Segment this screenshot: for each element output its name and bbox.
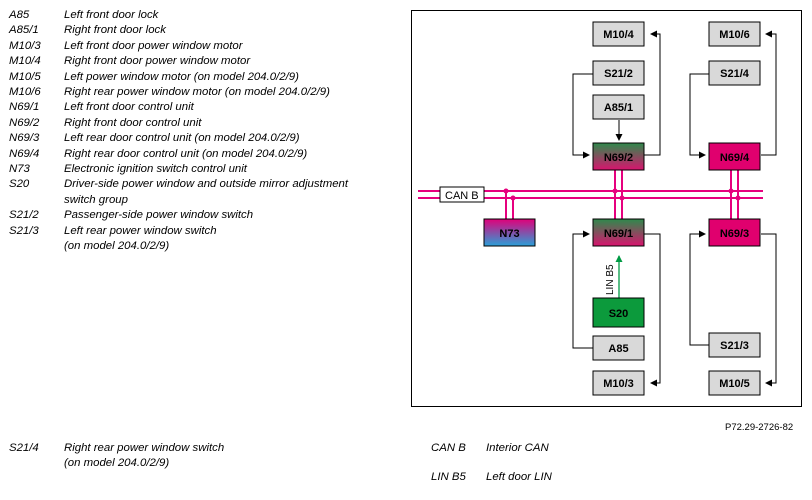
legend-description: Right front door control unit [64, 116, 202, 129]
legend-row: S21/2 Passenger-side power window switch [9, 208, 409, 223]
legend-description: Right rear power window motor (on model … [64, 86, 330, 99]
label-n69-4: N69/4 [720, 152, 750, 164]
control-units: N69/2 N69/4 N73 N69/1 N69/3 S20 [483, 142, 761, 328]
legend-row: S20 Driver-side power window and outside … [9, 177, 409, 208]
legend-description: Left door LIN [486, 471, 552, 484]
label-n69-2: N69/2 [604, 152, 633, 164]
legend-description: Left front door control unit [64, 101, 194, 114]
box-s21-4: S21/4 [708, 60, 761, 86]
legend-code: A85/1 [9, 24, 39, 37]
box-m10-3: M10/3 [592, 370, 645, 396]
label-s21-4: S21/4 [720, 68, 750, 80]
box-n69-3: N69/3 [708, 218, 761, 247]
legend-row: A85 Left front door lock [9, 8, 409, 23]
can-b-label: CAN B [445, 190, 479, 202]
legend-row: N69/4 Right rear door control unit (on mo… [9, 147, 409, 162]
legend-code: A85 [9, 9, 30, 21]
label-n69-1: N69/1 [604, 228, 633, 240]
box-s21-2: S21/2 [592, 60, 645, 86]
label-m10-5: M10/5 [719, 378, 750, 390]
legend-code: N69/4 [9, 147, 40, 160]
legend-row: M10/5 Left power window motor (on model 2… [9, 70, 409, 85]
label-s20: S20 [609, 308, 629, 320]
legend-row: LIN B5 Left door LIN [431, 470, 731, 485]
lin-b5-line: LIN B5 [605, 255, 623, 298]
legend-code: M10/5 [9, 70, 41, 83]
legend-code: M10/3 [9, 39, 41, 52]
legend-description: Driver-side power window and outside mir… [64, 178, 349, 206]
legend-code: N73 [9, 163, 30, 176]
legend-description: Right rear power window switch (on model… [64, 442, 225, 470]
label-s21-2: S21/2 [604, 68, 633, 80]
legend-code: LIN B5 [431, 471, 466, 484]
box-n69-1: N69/1 [592, 218, 645, 247]
legend-code: CAN B [431, 442, 466, 454]
label-m10-4: M10/4 [603, 29, 634, 41]
legend-description: Left rear door control unit (on model 20… [64, 132, 300, 145]
label-a85: A85 [608, 343, 628, 355]
component-boxes: M10/4 M10/6 S21/2 S21/4 A85/1 A85 S21/3 … [592, 21, 761, 396]
label-a85-1: A85/1 [604, 102, 633, 114]
label-n69-3: N69/3 [720, 228, 749, 240]
legend-row: N69/3 Left rear door control unit (on mod… [9, 131, 409, 146]
legend-code: S20 [9, 178, 30, 191]
legend-description: Left front door lock [64, 9, 159, 21]
lin-b5-label: LIN B5 [605, 264, 616, 295]
label-n73: N73 [499, 228, 519, 240]
legend-description: Passenger-side power window switch [64, 209, 254, 222]
box-s20: S20 [592, 297, 645, 328]
box-m10-5: M10/5 [708, 370, 761, 396]
box-m10-4: M10/4 [592, 21, 645, 47]
connections [572, 30, 777, 387]
legend-row: A85/1 Right front door lock [9, 23, 409, 38]
legend-code: M10/6 [9, 86, 41, 99]
legend-row: S21/4 Right rear power window switch (on … [9, 441, 409, 472]
legend-description: Right rear door control unit (on model 2… [64, 147, 308, 160]
legend-row: M10/3 Left front door power window motor [9, 39, 409, 54]
legend-description: Left power window motor (on model 204.0/… [64, 70, 299, 83]
legend-row: M10/4 Right front door power window motor [9, 54, 409, 69]
legend-row: M10/6 Right rear power window motor (on m… [9, 85, 409, 100]
figure-id: P72.29-2726-82 [725, 422, 794, 433]
label-m10-6: M10/6 [719, 29, 750, 41]
legend-code: N69/1 [9, 101, 40, 114]
box-n73: N73 [483, 218, 536, 247]
can-b-label-box [439, 186, 485, 203]
box-n69-2: N69/2 [592, 142, 645, 171]
legend-code: S21/2 [9, 209, 39, 222]
legend-code: S21/4 [9, 442, 39, 454]
legend-code: M10/4 [9, 55, 41, 68]
legend-description: Right front door power window motor [64, 55, 251, 68]
legend-row: N69/1 Left front door control unit [9, 100, 409, 115]
box-a85-1: A85/1 [592, 94, 645, 120]
legend-row: CAN B Interior CAN [431, 441, 731, 456]
legend-row: N69/2 Right front door control unit [9, 116, 409, 131]
legend-code: N69/2 [9, 116, 40, 129]
legend-bottom: S21/4 Right rear power window switch (on … [9, 441, 409, 472]
box-s21-3: S21/3 [708, 332, 761, 358]
legend-description: Interior CAN [486, 442, 549, 454]
box-n69-4: N69/4 [708, 142, 761, 171]
legend-description: Left front door power window motor [64, 39, 243, 52]
diagram-frame [411, 10, 802, 407]
label-s21-3: S21/3 [720, 340, 749, 352]
legend-description: Electronic ignition switch control unit [64, 163, 247, 176]
label-m10-3: M10/3 [603, 378, 634, 390]
box-a85: A85 [592, 335, 645, 361]
legend-description: Right front door lock [64, 24, 166, 37]
legend-description: Left rear power window switch (on model … [64, 224, 217, 253]
legend-abbreviations: CAN B Interior CAN LIN B5 Left door LIN [431, 441, 731, 500]
box-m10-6: M10/6 [708, 21, 761, 47]
legend-code: S21/3 [9, 224, 39, 237]
legend-code: N69/3 [9, 132, 40, 145]
can-bus: CAN B [418, 170, 763, 219]
legend-row: N73 Electronic ignition switch control un… [9, 162, 409, 177]
legend-row: S21/3 Left rear power window switch (on m… [9, 224, 409, 255]
